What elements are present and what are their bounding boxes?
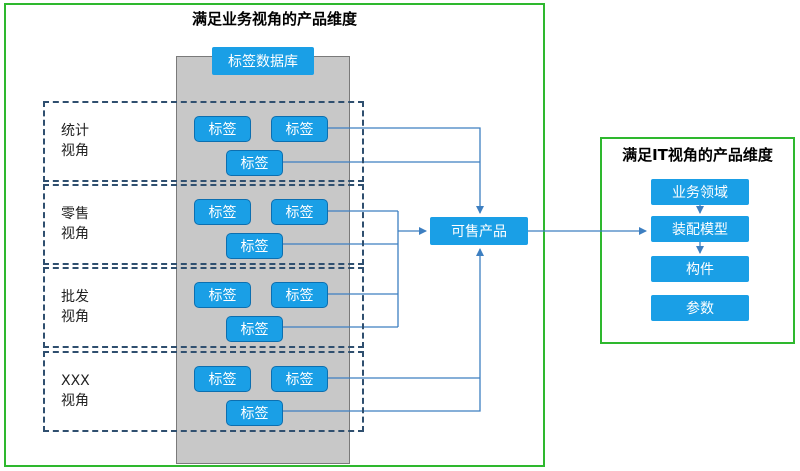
it-dimension-item: 装配模型 <box>651 216 749 242</box>
sellable-product-box: 可售产品 <box>430 217 528 245</box>
tag-chip: 标签 <box>194 282 251 308</box>
view-group-frame <box>43 101 364 182</box>
view-group-frame <box>43 351 364 432</box>
it-dimension-title: 满足IT视角的产品维度 <box>622 146 773 164</box>
view-group-label: XXX 视角 <box>61 373 90 409</box>
view-group-frame <box>43 184 364 265</box>
connector-line <box>328 127 484 214</box>
tag-chip: 标签 <box>271 199 328 225</box>
view-group-label: 统计 视角 <box>61 123 89 159</box>
view-group-label: 批发 视角 <box>61 289 89 325</box>
tag-chip: 标签 <box>226 400 283 426</box>
tag-chip: 标签 <box>271 116 328 142</box>
tag-chip: 标签 <box>271 366 328 392</box>
tag-chip: 标签 <box>226 150 283 176</box>
tag-chip: 标签 <box>271 282 328 308</box>
tag-chip: 标签 <box>194 366 251 392</box>
tag-chip: 标签 <box>194 199 251 225</box>
connector-line <box>283 248 484 412</box>
tag-chip: 标签 <box>194 116 251 142</box>
it-dimension-item: 业务领域 <box>651 179 749 205</box>
view-group-label: 零售 视角 <box>61 206 89 242</box>
it-dimension-item: 构件 <box>651 256 749 282</box>
it-dimension-item: 参数 <box>651 295 749 321</box>
business-dimension-title: 满足业务视角的产品维度 <box>191 10 357 28</box>
tag-database-header: 标签数据库 <box>212 47 314 75</box>
tag-chip: 标签 <box>226 316 283 342</box>
it-dimension-frame <box>600 137 795 344</box>
tag-chip: 标签 <box>226 233 283 259</box>
business-dimension-frame <box>4 3 545 467</box>
view-group-frame <box>43 267 364 348</box>
